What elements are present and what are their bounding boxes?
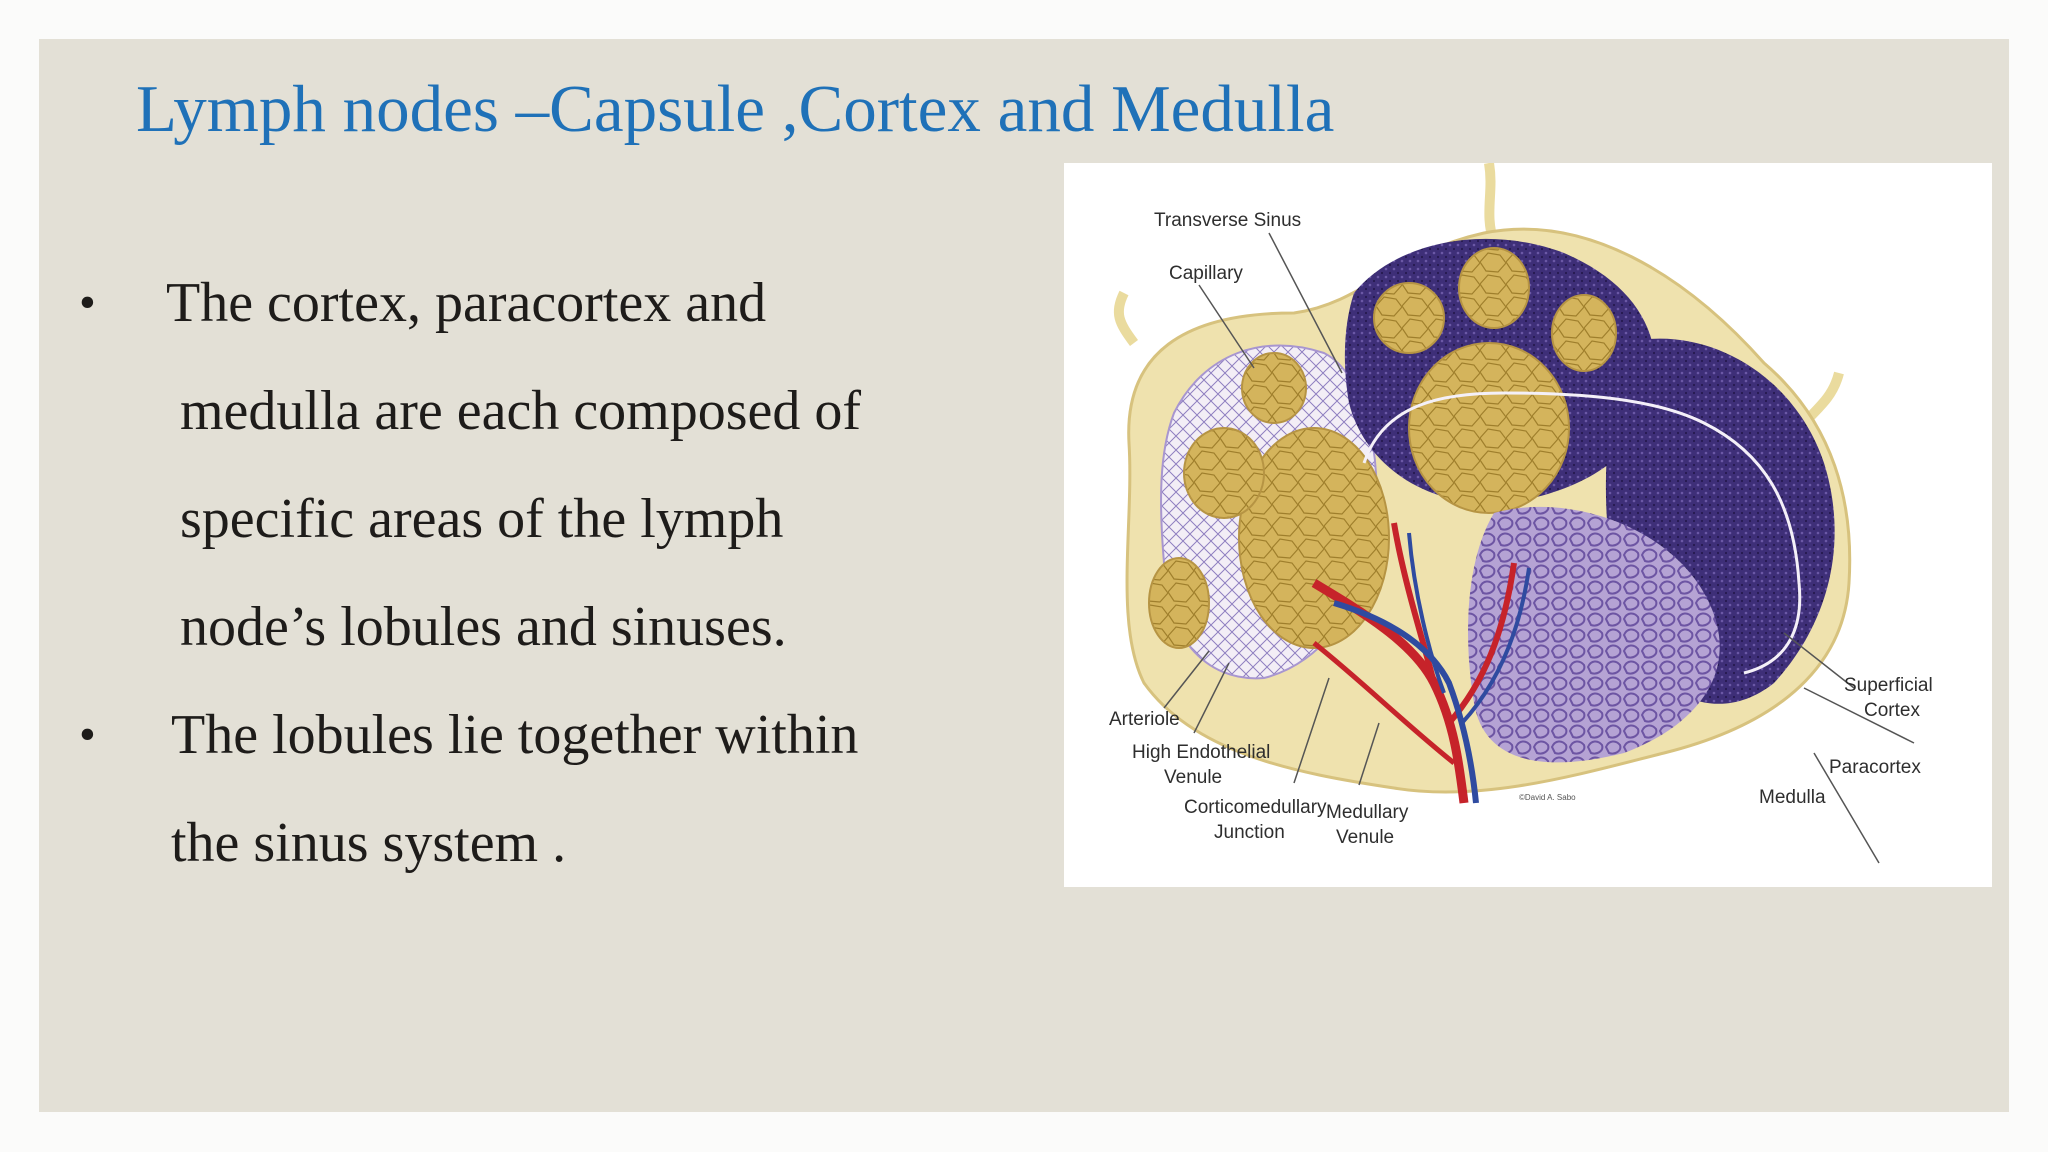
label-arteriole: Arteriole bbox=[1109, 709, 1180, 730]
label-cmj-line1: Corticomedullary bbox=[1184, 797, 1327, 818]
label-hev-line2: Venule bbox=[1164, 767, 1222, 788]
follicle bbox=[1241, 352, 1307, 424]
label-medulla: Medulla bbox=[1759, 787, 1826, 808]
follicle bbox=[1408, 342, 1570, 514]
label-mv-line1: Medullary bbox=[1326, 802, 1409, 823]
artery-branch bbox=[1446, 562, 1517, 725]
bullet-item-2: • The lobules lie together within the si… bbox=[79, 681, 1039, 897]
bullet-dot: • bbox=[79, 708, 96, 761]
bullet-2-line-2: the sinus system . bbox=[171, 812, 567, 874]
follicle bbox=[1373, 282, 1445, 354]
follicle bbox=[1238, 427, 1390, 649]
lymph-node-illustration: Transverse Sinus Capillary Arteriole Hig… bbox=[1109, 163, 1933, 864]
slide-title: Lymph nodes –Capsule ,Cortex and Medulla bbox=[136, 72, 1335, 146]
vein-branch bbox=[1460, 567, 1531, 725]
label-superficial-line2: Cortex bbox=[1864, 700, 1920, 721]
label-superficial-line1: Superficial bbox=[1844, 675, 1933, 696]
bullet-1-line-4: node’s lobules and sinuses. bbox=[180, 596, 787, 658]
bullet-list: • The cortex, paracortex and medulla are… bbox=[79, 249, 1039, 897]
bullet-1-line-3: specific areas of the lymph bbox=[180, 488, 784, 550]
label-transverse-sinus: Transverse Sinus bbox=[1154, 210, 1301, 231]
medulla-region bbox=[1468, 506, 1720, 763]
artery-branch bbox=[1391, 522, 1437, 684]
artery-branch bbox=[1312, 641, 1456, 765]
lymph-node-diagram: Transverse Sinus Capillary Arteriole Hig… bbox=[1064, 163, 1992, 887]
bullet-2-line-1: The lobules lie together within bbox=[171, 704, 859, 766]
slide: Lymph nodes –Capsule ,Cortex and Medulla… bbox=[39, 39, 2009, 1112]
follicle bbox=[1183, 427, 1265, 519]
label-cmj-line2: Junction bbox=[1214, 822, 1285, 843]
vein bbox=[1333, 600, 1479, 804]
label-paracortex: Paracortex bbox=[1829, 757, 1921, 778]
follicle bbox=[1458, 247, 1530, 329]
leader-lines bbox=[1163, 232, 1915, 864]
bullet-dot: • bbox=[79, 276, 96, 329]
label-hev-line1: High Endothelial bbox=[1132, 742, 1270, 763]
afferent-vessel-left bbox=[1113, 290, 1139, 346]
label-mv-line2: Venule bbox=[1336, 827, 1394, 848]
bullet-1-line-2: medulla are each composed of bbox=[180, 380, 862, 442]
paracortex-boundary bbox=[1362, 391, 1802, 675]
label-copyright: ©David A. Sabo bbox=[1519, 793, 1576, 802]
follicle bbox=[1148, 557, 1210, 649]
bullet-1-line-1: The cortex, paracortex and bbox=[153, 272, 767, 334]
bullet-item-1: • The cortex, paracortex and medulla are… bbox=[79, 249, 1039, 681]
label-capillary: Capillary bbox=[1169, 263, 1243, 284]
vein-branch bbox=[1407, 532, 1446, 694]
follicle bbox=[1551, 294, 1617, 372]
